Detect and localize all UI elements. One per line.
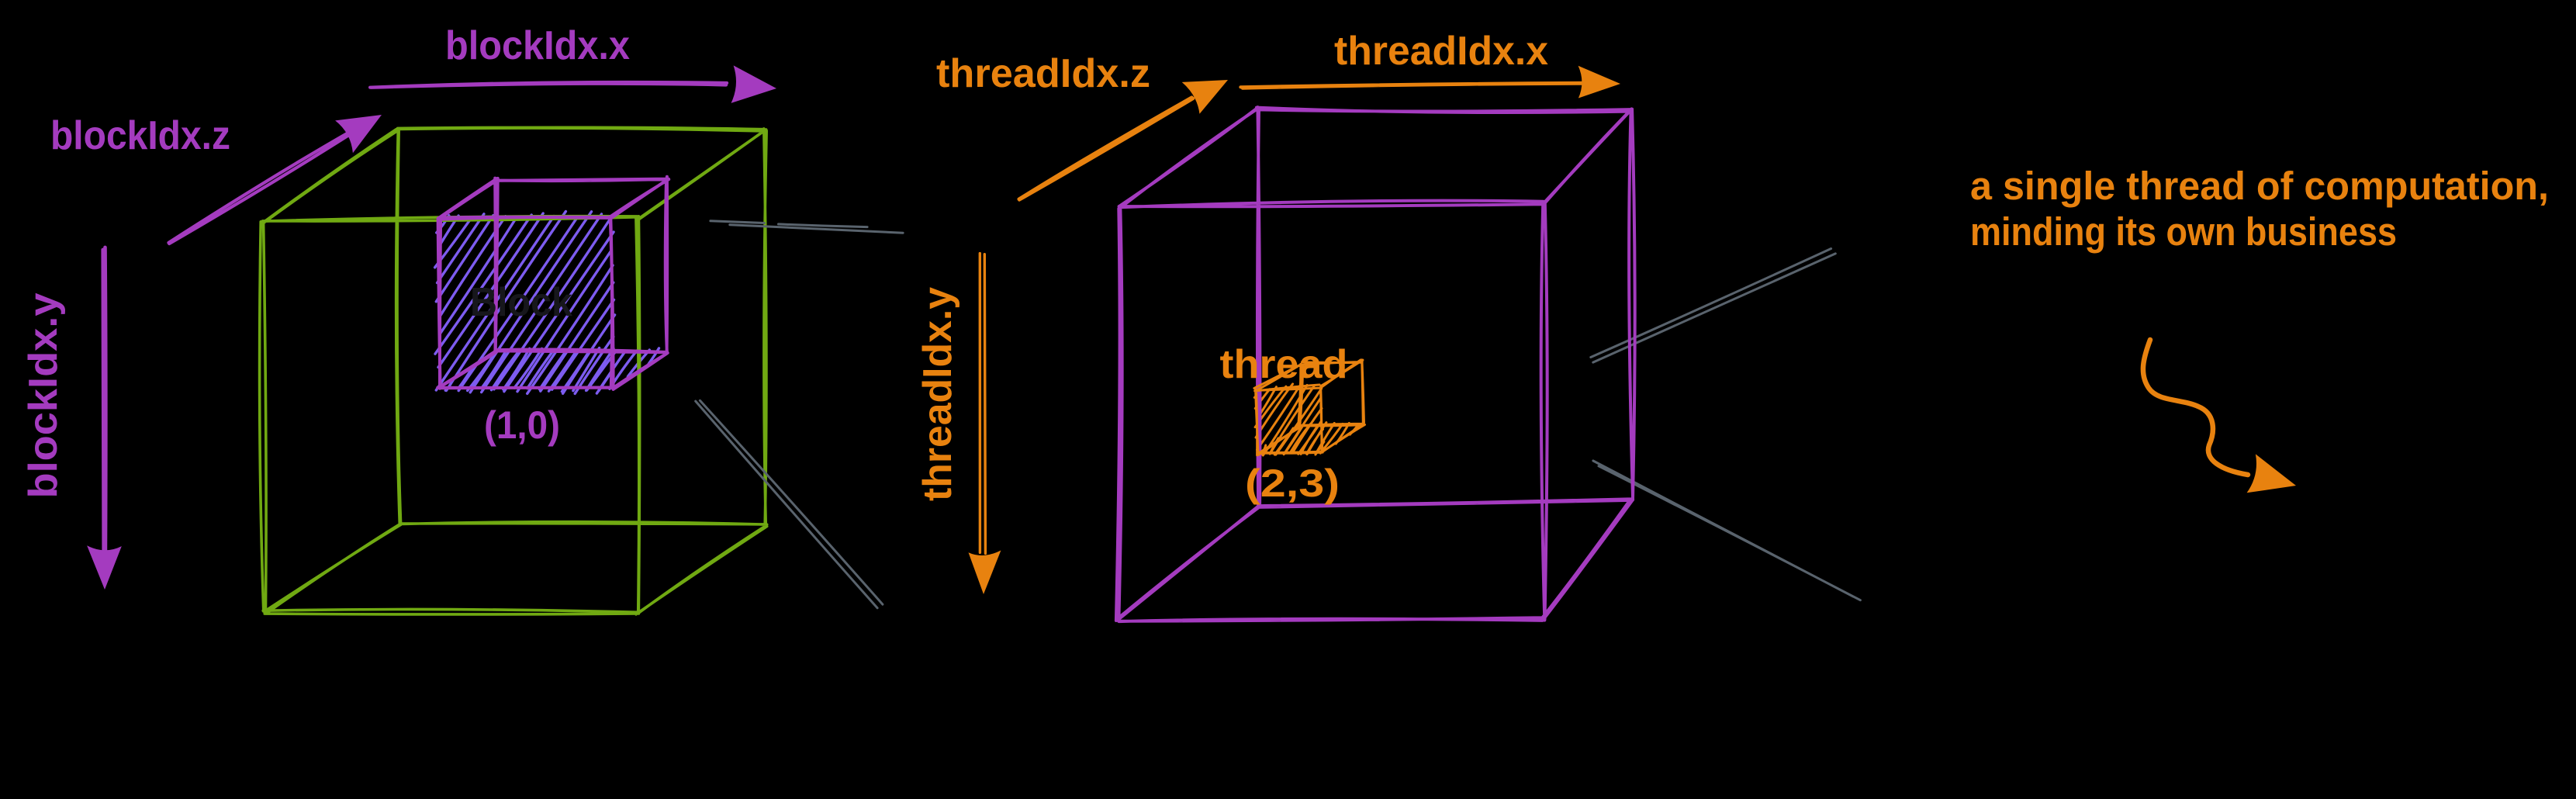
threadidx-z-arrow-line — [1017, 95, 1195, 202]
threadidx-x-arrow-shaft — [1239, 81, 1592, 90]
threadidx-z-label: threadIdx.z — [936, 51, 1150, 96]
block-label: Block — [470, 280, 572, 325]
blockidx-z-arrowhead — [335, 115, 382, 154]
thread-coords-label: (2,3) — [1245, 462, 1340, 505]
blockidx-x-arrow-shaft — [368, 80, 729, 89]
axis-blockidx-x: blockIdx.x — [368, 23, 776, 103]
threadidx-x-label: threadIdx.x — [1334, 29, 1548, 74]
thread-cell-cube — [1253, 358, 1366, 457]
squiggle-arrow-shaft — [2140, 337, 2251, 478]
threadidx-y-arrowhead — [968, 550, 1001, 594]
thread-diagram: thread (2,3) threadIdx.x threadIdx.z — [915, 29, 1637, 624]
down-arrowhead-icon — [968, 550, 1001, 594]
threads-cube — [1114, 105, 1637, 624]
grid-cube-edges — [258, 126, 769, 616]
grid-cube — [258, 126, 769, 616]
threadidx-x-arrow-line — [1239, 81, 1592, 90]
threadidx-z-arrowhead — [1181, 80, 1228, 114]
connector-thread-top — [1589, 247, 1837, 364]
threadidx-y-label: threadIdx.y — [915, 287, 960, 501]
threadidx-z-arrow-shaft — [1017, 95, 1195, 202]
blockidx-x-arrowhead — [731, 65, 776, 103]
block-coords-label: (1,0) — [484, 403, 560, 447]
threads-cube-edges — [1114, 105, 1637, 624]
squiggle-arrowhead — [2246, 454, 2296, 493]
blockidx-y-arrowhead — [87, 545, 122, 590]
axis-threadidx-x: threadIdx.x — [1239, 29, 1620, 99]
axis-blockidx-y: blockIdx.y — [21, 245, 122, 590]
down-arrowhead-icon — [87, 545, 122, 590]
axis-blockidx-z: blockIdx.z — [50, 113, 382, 246]
down-right-arrowhead-icon — [2246, 454, 2296, 493]
up-right-arrowhead-icon — [1181, 80, 1228, 114]
blockidx-z-arrow-shaft — [167, 129, 356, 246]
threadidx-y-arrow-line — [978, 251, 987, 555]
connector-block-top — [709, 220, 904, 234]
axis-threadidx-z: threadIdx.z — [936, 51, 1228, 202]
block-cube-edges — [436, 175, 671, 391]
up-right-arrowhead-icon — [335, 115, 382, 154]
grid-diagram: Block (1,0) blockIdx.x blockIdx.z — [21, 23, 776, 616]
annotation-line-1: a single thread of computation, — [1970, 164, 2549, 208]
blockidx-y-arrow-line — [101, 245, 108, 555]
blockidx-x-label: blockIdx.x — [445, 23, 630, 68]
single-thread-annotation: a single thread of computation, minding … — [1970, 164, 2549, 493]
axis-threadidx-y: threadIdx.y — [915, 251, 1001, 594]
block-cube — [436, 175, 671, 391]
blockidx-z-arrow-line — [167, 129, 356, 246]
thread-cell-edges — [1253, 358, 1366, 457]
thread-label: thread — [1220, 342, 1348, 387]
threadidx-x-arrowhead — [1578, 65, 1620, 99]
right-arrowhead-icon — [1578, 65, 1620, 99]
threadidx-y-arrow-shaft — [978, 251, 987, 555]
blockidx-x-arrow-line — [368, 80, 729, 89]
blockidx-y-label: blockIdx.y — [21, 292, 66, 498]
blockidx-y-arrow-shaft — [101, 245, 108, 555]
connector-block-bottom — [694, 399, 884, 610]
right-arrowhead-icon — [731, 65, 776, 103]
squiggle-arrow-line — [2140, 337, 2251, 478]
blockidx-z-label: blockIdx.z — [50, 113, 230, 158]
annotation-line-2: minding its own business — [1970, 209, 2397, 254]
